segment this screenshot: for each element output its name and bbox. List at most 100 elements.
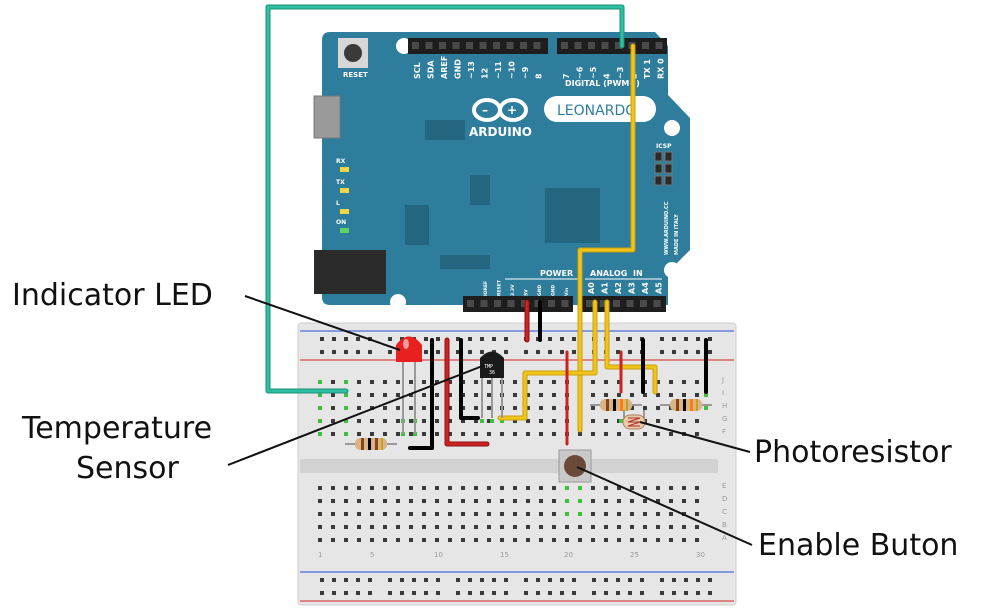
- rail-hole: [616, 350, 620, 354]
- col-number: 10: [434, 551, 443, 559]
- icsp-pin: [654, 151, 663, 162]
- resistor-band: [676, 399, 679, 411]
- leader-line-temperature: [227, 364, 486, 466]
- pin-label: ~11: [494, 61, 503, 79]
- header-pin: [574, 42, 582, 49]
- header-pin: [599, 300, 607, 307]
- led-label-tx: TX: [336, 179, 345, 186]
- resistor-band: [613, 399, 616, 411]
- breadboard-hole-active: [578, 499, 582, 503]
- rail-hole: [696, 350, 700, 354]
- rail-hole: [616, 337, 620, 341]
- breadboard-hole: [448, 406, 452, 410]
- breadboard-hole: [396, 380, 400, 384]
- breadboard-hole: [331, 512, 335, 516]
- breadboard-hole-active: [318, 380, 322, 384]
- breadboard: 1 5 10 15 20 25 30 J I H G F E D C B A: [297, 322, 737, 606]
- breadboard-hole: [526, 486, 530, 490]
- breadboard-hole: [669, 380, 673, 384]
- resistor-led: [345, 438, 397, 450]
- callout-indicator-led: Indicator LED: [12, 278, 213, 313]
- rail-hole: [436, 337, 440, 341]
- rail-hole: [388, 591, 392, 595]
- breadboard-hole: [396, 419, 400, 423]
- callout-temperature-sensor-line1: Temperature: [21, 411, 212, 446]
- breadboard-hole: [370, 538, 374, 542]
- pin-label: A5: [655, 282, 664, 294]
- breadboard-hole: [578, 538, 582, 542]
- rail-hole: [628, 591, 632, 595]
- rail-hole: [572, 578, 576, 582]
- breadboard-hole: [617, 486, 621, 490]
- breadboard-hole: [435, 486, 439, 490]
- breadboard-hole: [383, 499, 387, 503]
- breadboard-hole: [487, 393, 491, 397]
- power-label: POWER: [540, 269, 573, 278]
- breadboard-hole: [396, 486, 400, 490]
- breadboard-hole: [552, 432, 556, 436]
- breadboard-hole: [526, 380, 530, 384]
- brand-name: ARDUINO: [469, 125, 532, 139]
- breadboard-hole: [552, 512, 556, 516]
- header-pin: [548, 300, 555, 307]
- analog-label: ANALOG: [590, 269, 627, 278]
- pin-label: TX 1: [643, 59, 652, 79]
- pin-label: A0: [587, 282, 596, 294]
- pin-label: GND: [454, 59, 463, 79]
- led-on: [340, 228, 349, 233]
- header-pin: [626, 300, 634, 307]
- rail-hole: [660, 337, 664, 341]
- header-pin: [452, 42, 460, 49]
- model-badge: [544, 96, 656, 122]
- resistor-band: [606, 399, 609, 411]
- breadboard-hole: [474, 486, 478, 490]
- breadboard-hole: [617, 499, 621, 503]
- breadboard-hole: [682, 525, 686, 529]
- breadboard-hole: [643, 499, 647, 503]
- breadboard-hole: [461, 525, 465, 529]
- breadboard-hole: [552, 538, 556, 542]
- breadboard-hole-active: [480, 419, 484, 423]
- rail-hole: [436, 591, 440, 595]
- rail-hole: [344, 578, 348, 582]
- breadboard-hole: [487, 512, 491, 516]
- row-letters: J I H G F E D C B A: [721, 376, 727, 542]
- breadboard-hole-active: [490, 419, 494, 423]
- breadboard-hole: [370, 432, 374, 436]
- rail-hole: [368, 578, 372, 582]
- rail-hole: [572, 337, 576, 341]
- breadboard-hole: [617, 432, 621, 436]
- breadboard-hole: [526, 419, 530, 423]
- rail-hole: [504, 350, 508, 354]
- breadboard-hole: [448, 499, 452, 503]
- breadboard-hole: [344, 486, 348, 490]
- breadboard-hole: [318, 525, 322, 529]
- rail-hole: [332, 578, 336, 582]
- header-pin: [479, 42, 487, 49]
- rail-hole: [504, 591, 508, 595]
- breadboard-hole: [604, 512, 608, 516]
- breadboard-hole: [357, 512, 361, 516]
- col-number: 25: [630, 551, 639, 559]
- logo-plus: +: [507, 103, 517, 117]
- rail-hole: [456, 337, 460, 341]
- breadboard-hole: [604, 486, 608, 490]
- row-letter: H: [722, 402, 727, 410]
- header-pin: [642, 42, 649, 49]
- breadboard-hole: [422, 380, 426, 384]
- pin-label: ~6: [576, 66, 585, 79]
- breadboard-hole: [474, 406, 478, 410]
- button-cap: [564, 455, 586, 477]
- breadboard-hole: [396, 432, 400, 436]
- header-pin: [588, 42, 595, 49]
- rail-hole: [640, 578, 644, 582]
- rail-hole: [560, 350, 564, 354]
- breadboard-hole: [695, 499, 699, 503]
- breadboard-hole: [396, 406, 400, 410]
- row-letter: F: [722, 428, 726, 436]
- status-leds: RX TX L ON: [336, 158, 349, 233]
- led-label-l: L: [336, 200, 340, 207]
- rail-hole: [388, 337, 392, 341]
- rail-hole: [560, 591, 564, 595]
- breadboard-hole: [383, 512, 387, 516]
